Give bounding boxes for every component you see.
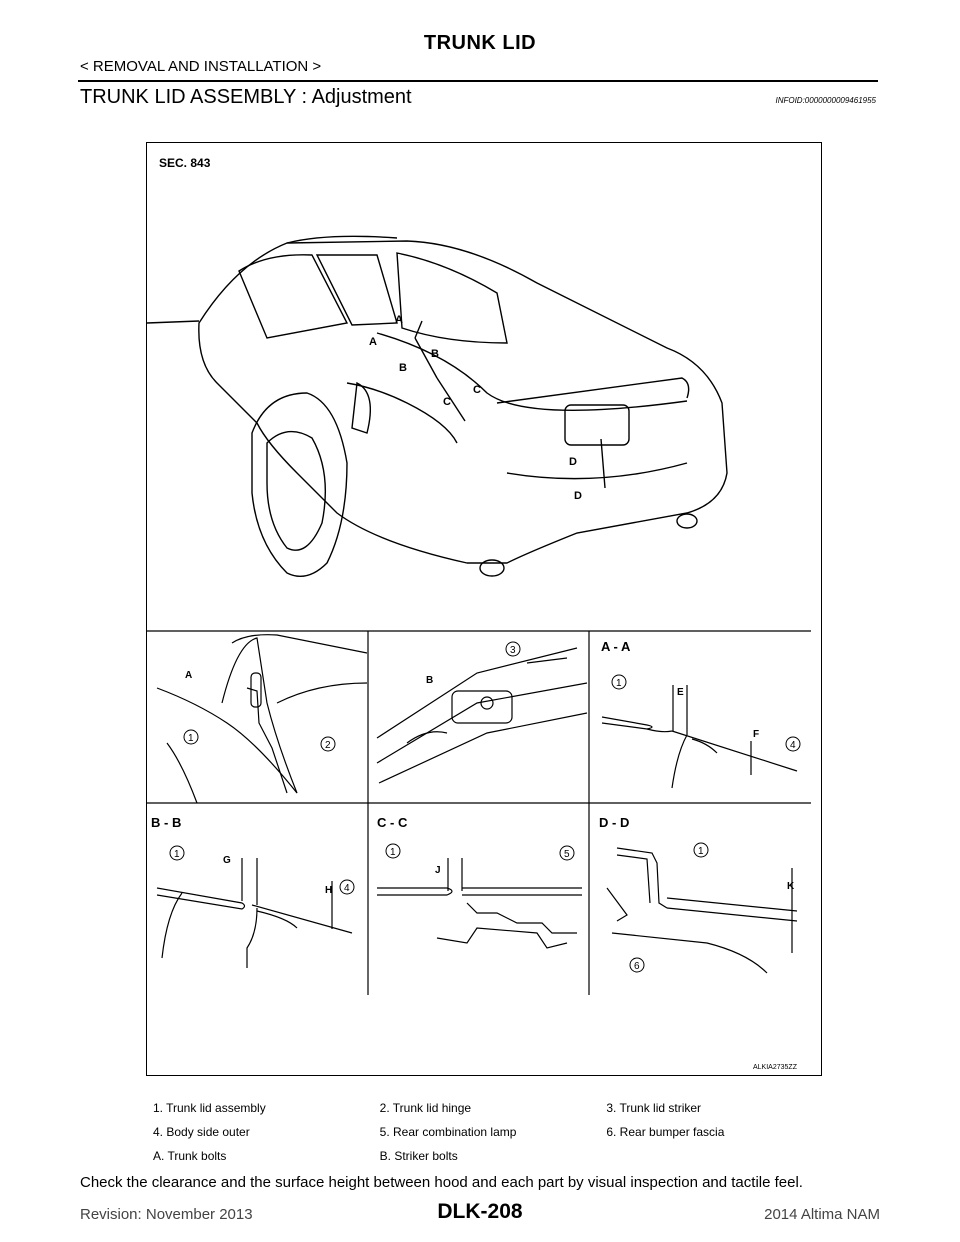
info-id: INFOID:0000000009461955	[775, 96, 876, 105]
footer-revision: Revision: November 2013	[80, 1206, 253, 1223]
section-title-cc: C - C	[377, 815, 408, 830]
instruction-text: Check the clearance and the surface heig…	[80, 1174, 803, 1191]
figure-id: ALKIA2735ZZ	[753, 1064, 798, 1071]
footer-page-number: DLK-208	[437, 1200, 523, 1223]
callout-6: 6	[634, 961, 640, 972]
legend-row: 4. Body side outer 5. Rear combination l…	[153, 1120, 833, 1144]
section-cc-detail	[377, 858, 582, 949]
legend-item: 1. Trunk lid assembly	[153, 1101, 266, 1115]
adjustment-figure: SEC. 843 A A B B C C D D A - A B - B C -…	[146, 142, 822, 1076]
callout-1: 1	[188, 733, 194, 744]
callout-c: C	[473, 384, 481, 396]
page-title: TRUNK LID	[423, 32, 537, 54]
callout-1: 1	[174, 849, 180, 860]
callout-3: 3	[510, 645, 516, 656]
section-title-aa: A - A	[601, 639, 631, 654]
legend-row: 1. Trunk lid assembly 2. Trunk lid hinge…	[153, 1096, 833, 1120]
callout-1: 1	[698, 846, 704, 857]
sec-label: SEC. 843	[159, 156, 211, 170]
callout-b: B	[431, 348, 439, 360]
legend-item: 6. Rear bumper fascia	[606, 1125, 725, 1139]
callout-4: 4	[790, 740, 796, 751]
callout-c: C	[443, 396, 451, 408]
footer-model: 2014 Altima NAM	[764, 1206, 880, 1223]
callout-a: A	[369, 336, 377, 348]
section-bb-detail	[156, 858, 353, 968]
header-divider	[78, 80, 878, 82]
callout-b: B	[399, 362, 407, 374]
callout-d: D	[569, 456, 577, 468]
callout-f: F	[753, 729, 759, 740]
callout-e: E	[677, 687, 684, 698]
section-title-dd: D - D	[599, 815, 629, 830]
legend-item: 2. Trunk lid hinge	[379, 1101, 472, 1115]
callout-g: G	[223, 855, 231, 866]
section-breadcrumb: < REMOVAL AND INSTALLATION >	[80, 58, 322, 75]
callout-4: 4	[344, 883, 350, 894]
callout-k: K	[787, 881, 795, 892]
callout-a: A	[395, 314, 403, 326]
legend-item: 3. Trunk lid striker	[606, 1101, 702, 1115]
legend-item: B. Striker bolts	[379, 1149, 458, 1163]
callout-1: 1	[390, 847, 396, 858]
hinge-detail	[156, 634, 368, 804]
striker-detail	[376, 647, 588, 784]
section-title-bb: B - B	[151, 815, 181, 830]
callout-d: D	[574, 490, 582, 502]
callout-h: H	[325, 885, 332, 896]
section-heading: TRUNK LID ASSEMBLY : Adjustment	[80, 86, 412, 108]
callout-5: 5	[564, 849, 570, 860]
parts-legend: 1. Trunk lid assembly 2. Trunk lid hinge…	[153, 1096, 833, 1168]
section-aa-detail	[601, 685, 798, 789]
callout-j: J	[435, 865, 441, 876]
legend-item: A. Trunk bolts	[153, 1149, 227, 1163]
section-dd-detail	[606, 847, 798, 974]
figure-drawing: SEC. 843 A A B B C C D D A - A B - B C -…	[147, 156, 811, 1071]
callout-1: 1	[616, 678, 622, 689]
callout-a: A	[185, 670, 192, 681]
car-illustration	[147, 235, 728, 577]
legend-row: A. Trunk bolts B. Striker bolts	[153, 1144, 833, 1168]
legend-item: 4. Body side outer	[153, 1125, 250, 1139]
callout-2: 2	[325, 740, 331, 751]
legend-item: 5. Rear combination lamp	[379, 1125, 517, 1139]
callout-b: B	[426, 675, 433, 686]
